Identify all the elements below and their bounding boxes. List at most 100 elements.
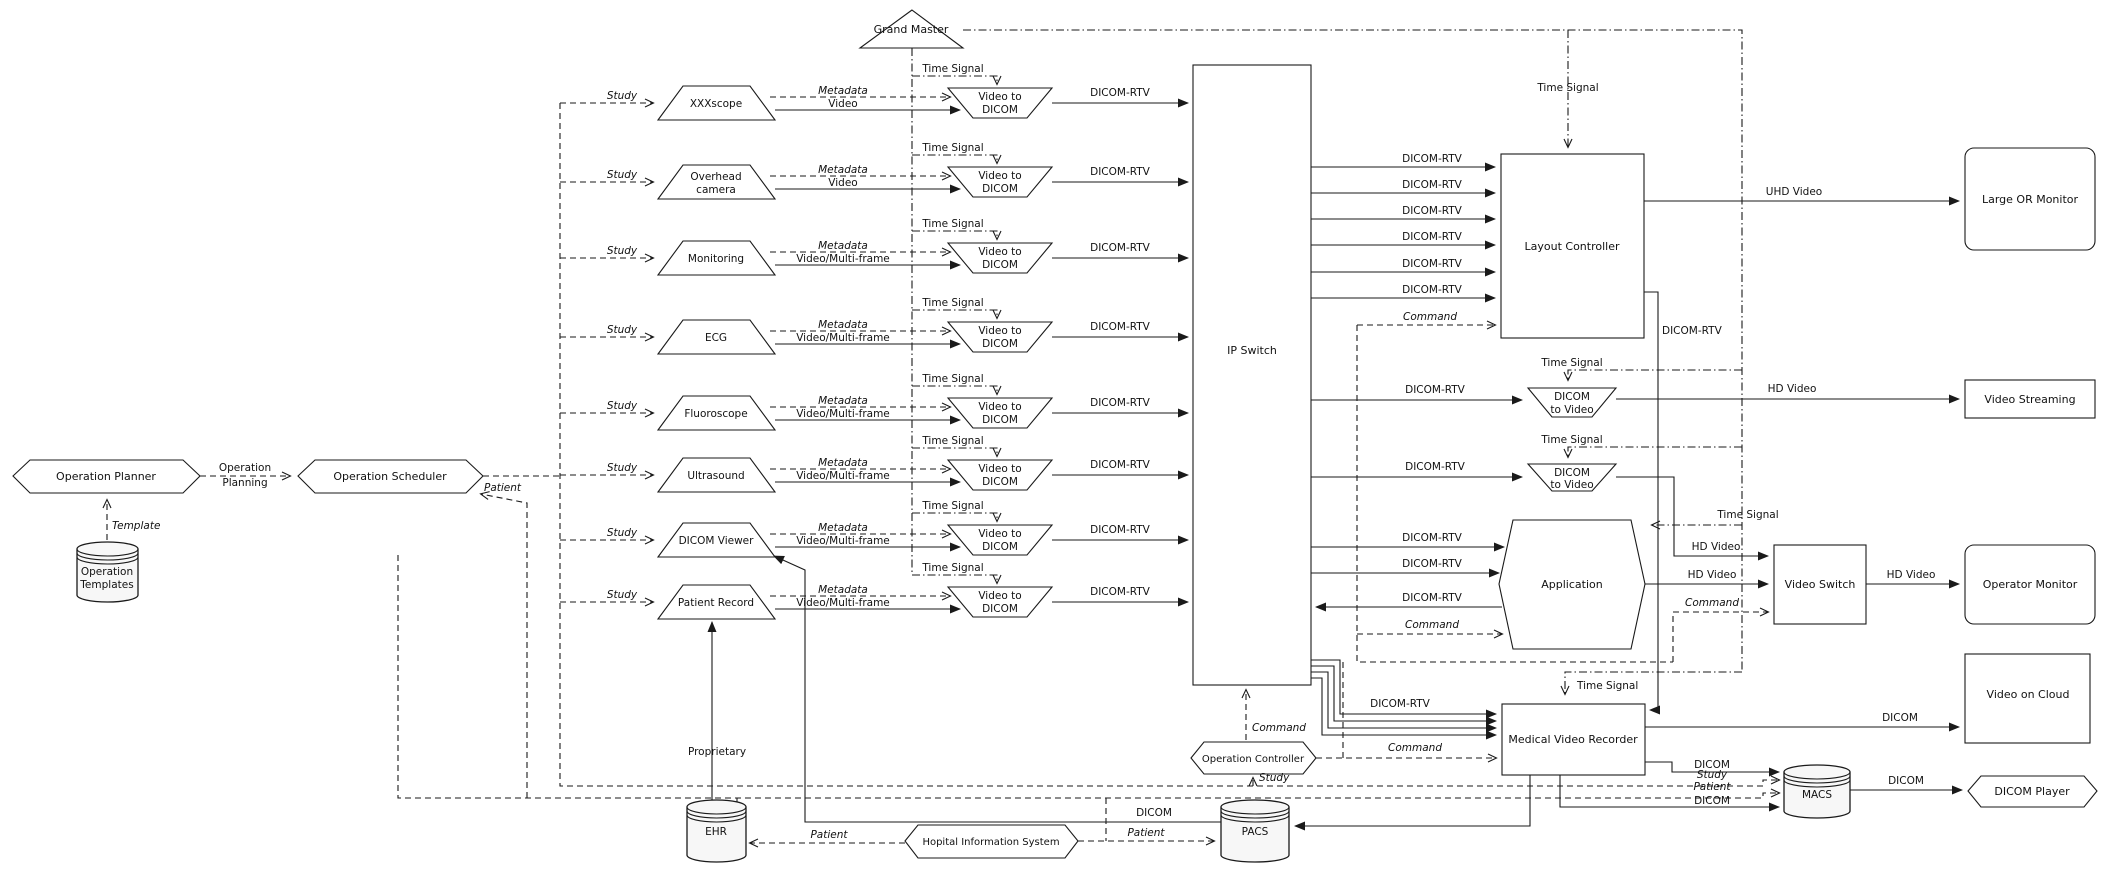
video-to-dicom-shape-5 xyxy=(946,397,1054,429)
grandmaster-timesignal-trunk xyxy=(963,29,1743,672)
video-to-dicom-shape-6 xyxy=(946,459,1054,491)
bundle-3 xyxy=(1311,671,1497,733)
operation-controller-label: Operation Controller xyxy=(1202,754,1305,765)
video-label-7: Video/Multi-frame xyxy=(796,535,890,547)
timesignal-to-recorder xyxy=(1560,671,1742,696)
operation-controller-shape xyxy=(1190,741,1317,775)
dicom-to-video-shape-1 xyxy=(1526,387,1618,418)
source-label-7: DICOM Viewer xyxy=(679,535,755,547)
video-label-6: Video/Multi-frame xyxy=(796,470,890,482)
video-to-dicom-shape-8 xyxy=(946,586,1054,618)
study-label-3: Study xyxy=(607,245,638,257)
dicomrtv-label-2: DICOM-RTV xyxy=(1090,166,1151,178)
timesignal-label-5: Time Signal xyxy=(921,373,983,385)
lc-dicomrtv-label-4: DICOM-RTV xyxy=(1402,231,1463,243)
ehr-db xyxy=(686,799,747,863)
dicom-player-label: DICOM Player xyxy=(1994,785,2070,798)
source-shape-dicom-viewer xyxy=(656,522,777,558)
lc-recorder-dicomrtv-label: DICOM-RTV xyxy=(1662,325,1723,337)
video-to-dicom-shape-3 xyxy=(946,242,1054,274)
source-label-2b: camera xyxy=(696,184,736,196)
lc-command-label: Command xyxy=(1403,311,1457,323)
video-streaming-shape xyxy=(1964,379,2096,419)
converter-label-7a: Video to xyxy=(978,528,1021,540)
proprietary-label: Proprietary xyxy=(688,746,746,758)
his-label: Hopital Information System xyxy=(922,837,1059,848)
operation-templates-label-2: Templates xyxy=(79,579,133,591)
video-to-dicom-shape-4 xyxy=(946,321,1054,353)
timesignal-to-dicom-to-video-2 xyxy=(1563,446,1742,459)
macs-study-label: Study xyxy=(1697,769,1728,781)
study-label-7: Study xyxy=(607,527,638,539)
converter-label-1a: Video to xyxy=(978,91,1021,103)
command-bus xyxy=(1356,325,1673,663)
operation-templates-label-1: Operation xyxy=(81,566,133,578)
source-label-5: Fluoroscope xyxy=(684,408,747,420)
lc-dicomrtv-label-1: DICOM-RTV xyxy=(1402,153,1463,165)
converter-label-8b: DICOM xyxy=(982,603,1018,615)
ehr-patient-label: Patient xyxy=(810,829,848,841)
metadata-label-6: Metadata xyxy=(818,457,868,469)
study-label-8: Study xyxy=(607,589,638,601)
bundle-dicomrtv-label: DICOM-RTV xyxy=(1370,698,1431,710)
study-label-5: Study xyxy=(607,400,638,412)
medical-video-recorder-label: Medical Video Recorder xyxy=(1508,733,1638,746)
timesignal-edge-4 xyxy=(912,309,1002,320)
dicomrtv-label-5: DICOM-RTV xyxy=(1090,397,1151,409)
timesignal-label-6: Time Signal xyxy=(921,435,983,447)
patient-scheduler-label: Patient xyxy=(484,482,522,494)
grand-master-shape xyxy=(858,9,965,49)
video-label-2: Video xyxy=(828,177,857,189)
dicomrtv-label-8: DICOM-RTV xyxy=(1090,586,1151,598)
timesignal-edge-7 xyxy=(912,512,1002,523)
application-label: Application xyxy=(1541,578,1602,591)
edges xyxy=(102,29,1963,848)
pacs-dicom-label: DICOM xyxy=(1136,807,1172,819)
hd-video-streaming-label: HD Video xyxy=(1768,383,1817,395)
metadata-label-1: Metadata xyxy=(818,85,868,97)
operation-planning-label-2: Planning xyxy=(222,477,267,489)
video-to-dicom-shape-2 xyxy=(946,166,1054,198)
timesignal-edge-8 xyxy=(912,574,1002,585)
vs-hd-label: HD Video xyxy=(1887,569,1936,581)
converter-label-4a: Video to xyxy=(978,325,1021,337)
timesignal-edge-1 xyxy=(912,75,1002,86)
operation-templates-db xyxy=(76,541,139,603)
application-shape xyxy=(1498,519,1646,650)
app-dicomrtv-label-3: DICOM-RTV xyxy=(1402,592,1463,604)
video-label-5: Video/Multi-frame xyxy=(796,408,890,420)
dtov2-hd-label: HD Video xyxy=(1692,541,1741,553)
timesignal-label-3: Time Signal xyxy=(921,218,983,230)
dtov2-dicomrtv-label: DICOM-RTV xyxy=(1405,461,1466,473)
pacs-label: PACS xyxy=(1242,826,1269,838)
command-to-video-switch xyxy=(1672,607,1770,662)
source-label-3: Monitoring xyxy=(688,253,744,265)
timesignal-edge-6 xyxy=(912,447,1002,458)
labels: Grand Master Operation Planner Operation… xyxy=(56,23,2078,848)
converter-label-5b: DICOM xyxy=(982,414,1018,426)
converter-label-6a: Video to xyxy=(978,463,1021,475)
source-shape-overhead-camera xyxy=(656,164,777,200)
dtov1-label-a: DICOM xyxy=(1554,391,1590,403)
metadata-label-8: Metadata xyxy=(818,584,868,596)
source-shape-ecg xyxy=(656,319,777,355)
video-switch-label: Video Switch xyxy=(1785,578,1856,591)
video-switch-shape xyxy=(1773,544,1867,625)
timesignal-label-1: Time Signal xyxy=(921,63,983,75)
video-on-cloud-shape xyxy=(1964,653,2091,744)
video-label-1: Video xyxy=(828,98,857,110)
mvr-command-label: Command xyxy=(1388,742,1442,754)
app-timesignal-label: Time Signal xyxy=(1716,509,1778,521)
recorder-dicom-to-pacs xyxy=(1294,775,1531,831)
study-label-6: Study xyxy=(607,462,638,474)
uhd-video-label: UHD Video xyxy=(1766,186,1822,198)
source-label-6: Ultrasound xyxy=(687,470,744,482)
macs-label: MACS xyxy=(1802,789,1832,801)
dtov1-timesignal-label: Time Signal xyxy=(1540,357,1602,369)
metadata-label-3: Metadata xyxy=(818,240,868,252)
source-shape-xxxscope xyxy=(656,85,777,121)
video-streaming-label: Video Streaming xyxy=(1984,393,2075,406)
app-dicomrtv-label-1: DICOM-RTV xyxy=(1402,532,1463,544)
study-label-1: Study xyxy=(607,90,638,102)
